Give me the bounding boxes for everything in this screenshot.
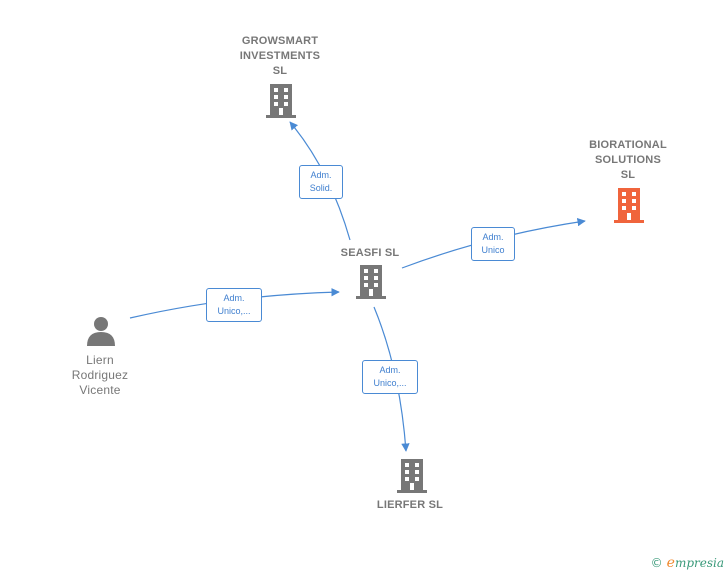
edge-label-seasfi-growsmart[interactable]: Adm. Solid. [299, 165, 343, 199]
person-icon-liern[interactable] [86, 316, 116, 346]
node-label-seasfi: SEASFI SL [340, 247, 400, 259]
brand-rest: mpresia [674, 556, 724, 570]
edge-label-seasfi-lierfer[interactable]: Adm. Unico,... [362, 360, 418, 394]
node-label-growsmart: GROWSMART INVESTMENTS SL [239, 35, 321, 77]
node-label-biorational: BIORATIONAL SOLUTIONS SL [589, 139, 667, 181]
edge-label-liern-seasfi[interactable]: Adm. Unico,... [206, 288, 262, 322]
node-label-liern: Liern Rodriguez Vicente [71, 353, 129, 397]
building-icon-seasfi[interactable] [356, 265, 386, 300]
edge-label-seasfi-biorational[interactable]: Adm. Unico [471, 227, 515, 261]
node-label-lierfer: LIERFER SL [376, 499, 444, 511]
copyright-symbol: © [650, 556, 663, 570]
building-icon-lierfer[interactable] [397, 459, 427, 494]
building-icon-biorational[interactable] [614, 188, 644, 224]
brand-initial: e [666, 555, 675, 571]
empresia-logo: ©empresia [651, 555, 724, 571]
building-icon-growsmart[interactable] [266, 84, 296, 118]
